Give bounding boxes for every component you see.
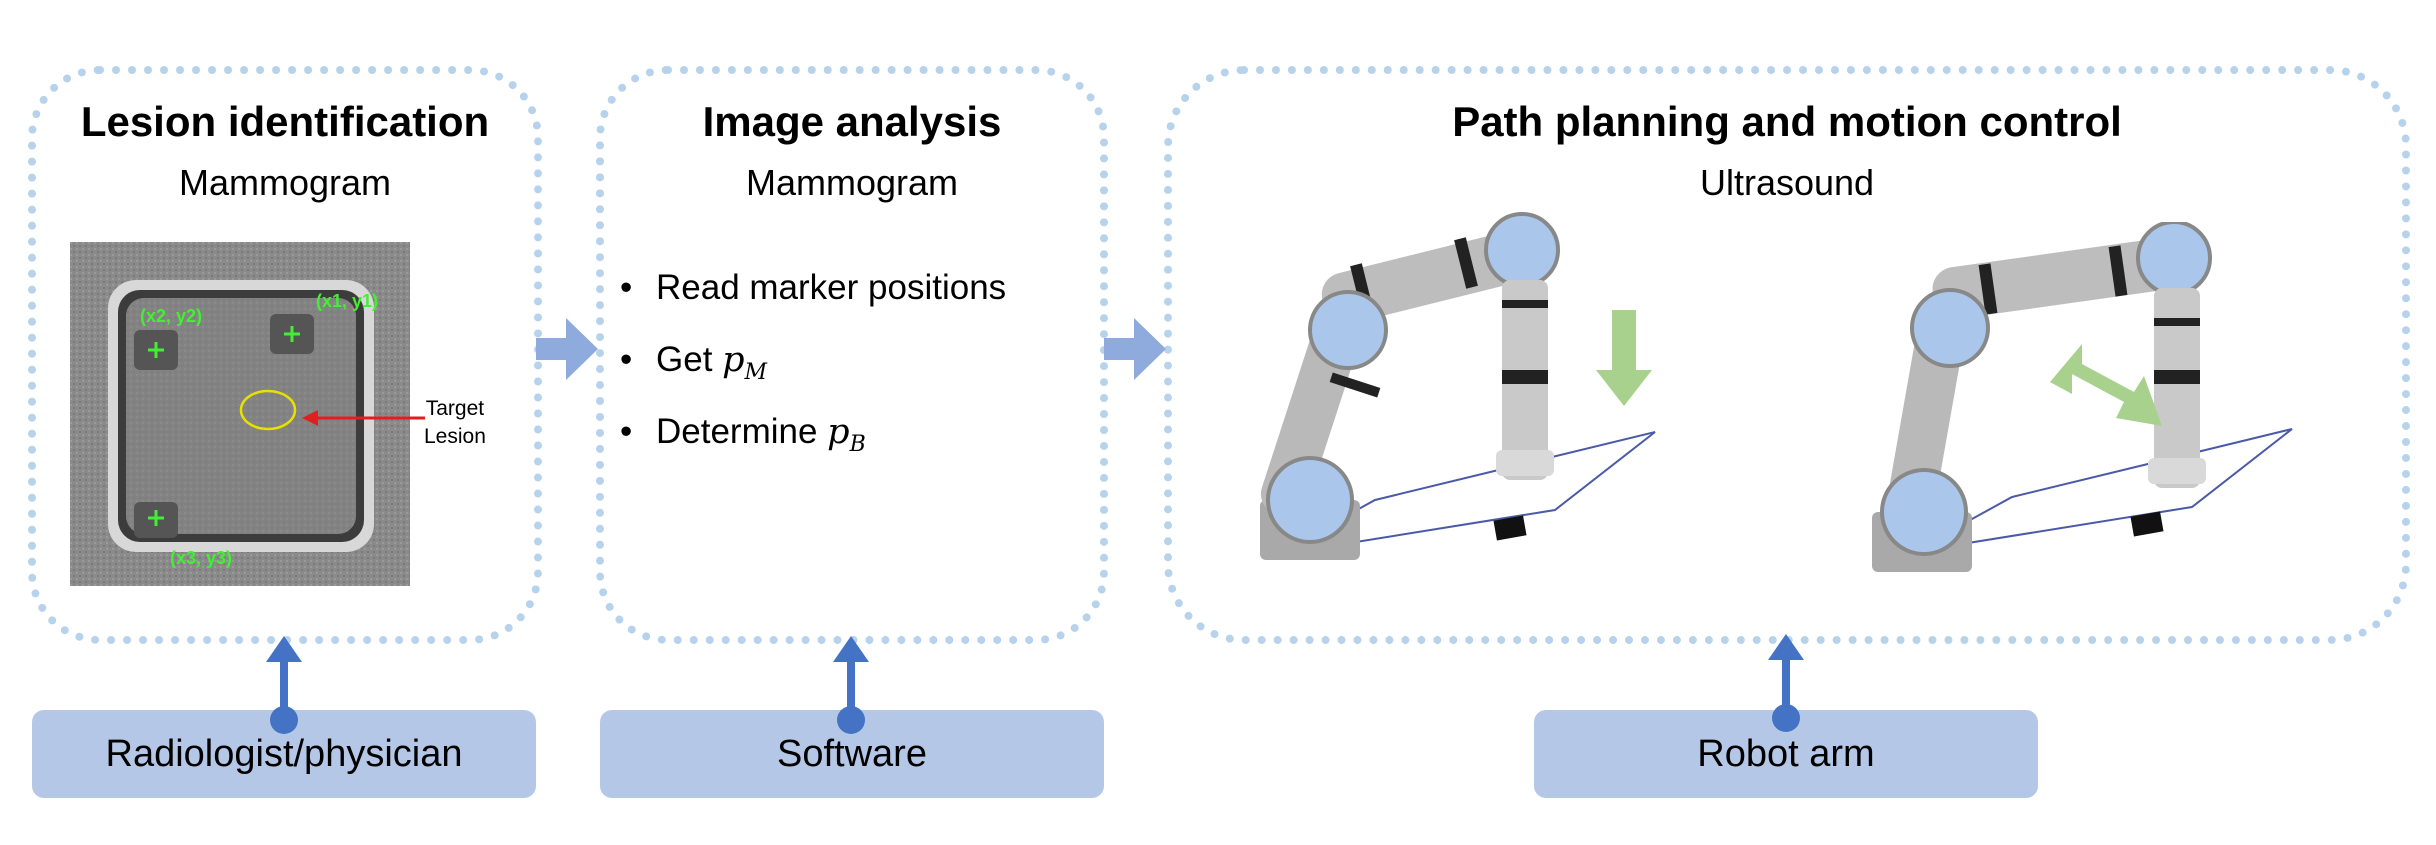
math-sub: M [744,360,768,385]
stage-subtitle: Mammogram [178,162,392,203]
target-label-line2: Lesion [424,425,486,448]
target-lesion-label: Target Lesion [424,395,486,451]
math-symbol: pM [722,340,767,385]
stage-title: Image analysis [702,98,1002,145]
stage-subtitle: Ultrasound [1699,162,1875,203]
math-var: p [827,412,850,452]
link-arrow-icon [1768,634,1804,732]
robot-arm-down-icon [1260,212,1656,560]
step-text: Read marker positions [656,268,1007,307]
marker-label-1: (x1, y1) [316,291,379,311]
flow-arrow-icon [1104,318,1166,380]
link-arrow-icon [833,636,869,734]
step-text: Get [656,340,723,379]
lesion-pointer-arrow-icon [302,410,425,426]
stage-subtitle: Mammogram [745,162,959,203]
step-text: Determine [656,412,828,451]
link-arrow-icon [266,636,302,734]
analysis-step: Get pM [620,340,1006,412]
robot-arm-sweep-icon [1872,222,2293,572]
math-var: p [722,340,745,380]
marker-label-3: (x3, y3) [170,548,233,568]
flow-arrow-icon [536,318,598,380]
analysis-step: Determine pB [620,412,1006,484]
mammogram-image: (x1, y1) (x2, y2) (x3, y3) [70,242,410,586]
math-symbol: pB [827,412,866,457]
analysis-step-list: Read marker positions Get pM Determine p… [620,268,1006,484]
stage-title: Lesion identification [80,98,490,145]
stage-title: Path planning and motion control [1452,98,2122,145]
math-sub: B [849,432,866,457]
target-label-line1: Target [425,397,485,420]
analysis-step: Read marker positions [620,268,1006,340]
marker-label-2: (x2, y2) [140,306,203,326]
